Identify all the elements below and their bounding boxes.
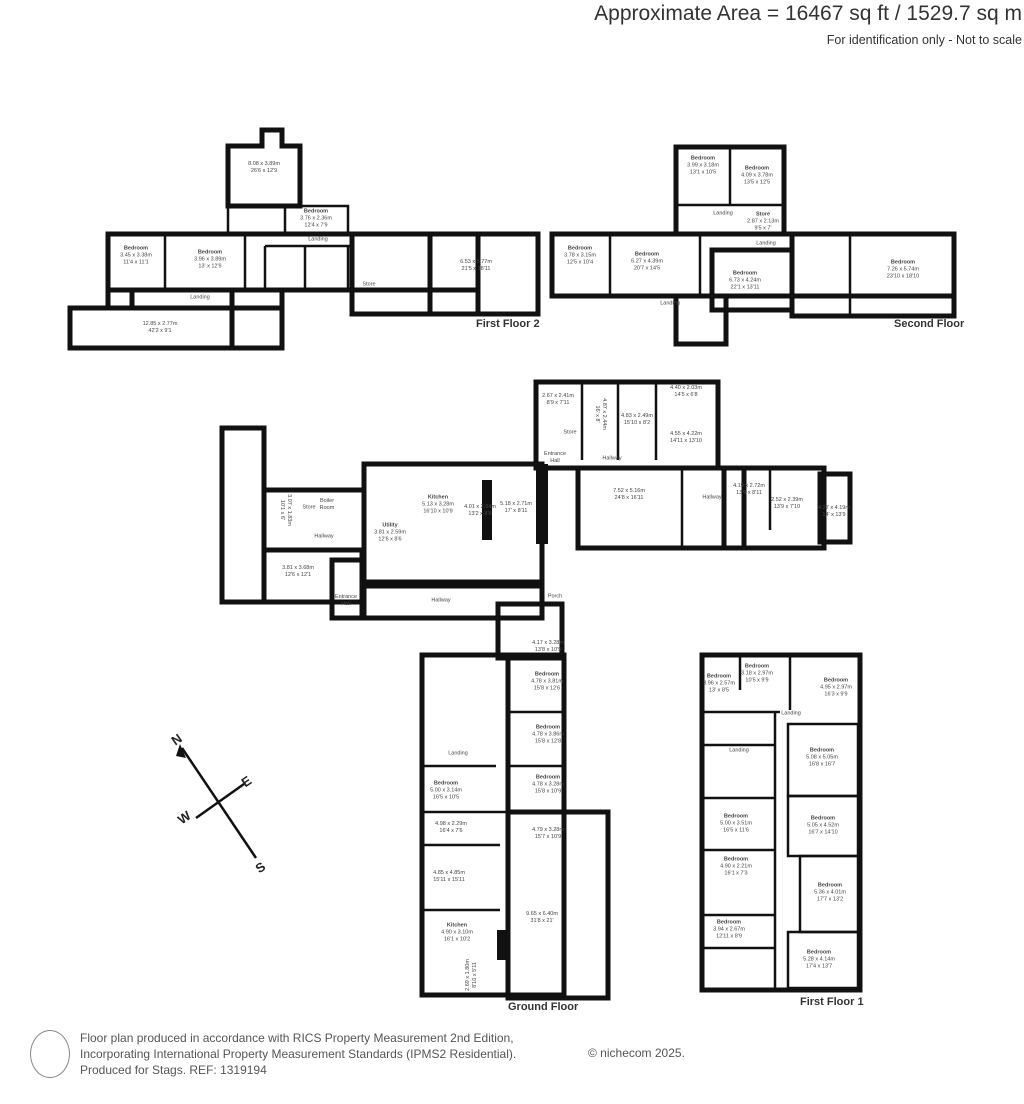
room-label: Landing xyxy=(190,294,210,301)
first-floor-1-walls xyxy=(699,652,863,993)
second-floor-walls xyxy=(549,144,957,347)
floor-label-ground-floor: Ground Floor xyxy=(508,1001,579,1013)
room-label: Hallway xyxy=(602,455,622,462)
room-label: Entrance Hall xyxy=(543,451,566,464)
room-label: Landing xyxy=(756,240,776,247)
footer-line-1: Floor plan produced in accordance with R… xyxy=(80,1031,514,1045)
floor-label-second-floor: Second Floor xyxy=(894,318,965,330)
room-label: Boiler Room xyxy=(319,498,335,511)
room-label: Landing xyxy=(448,750,468,757)
room-label: Landing xyxy=(781,710,801,717)
copyright: © nichecom 2025. xyxy=(588,1046,685,1060)
room-label: Hallway xyxy=(702,494,722,501)
scale-disclaimer: For identification only - Not to scale xyxy=(826,33,1022,47)
room-label: Store xyxy=(563,429,577,436)
footer-line-2: Incorporating International Property Mea… xyxy=(80,1047,517,1061)
first-floor-2-walls xyxy=(67,127,541,351)
room-label: Entrance Hall xyxy=(334,594,357,607)
floor-label-first-floor-2: First Floor 2 xyxy=(476,318,540,330)
room-label: Landing xyxy=(713,210,733,217)
footer-line-3: Produced for Stags. REF: 1319194 xyxy=(80,1063,267,1077)
room-label: Landing xyxy=(308,236,328,243)
room-label: Landing xyxy=(660,300,680,307)
room-label: Hallway xyxy=(431,597,451,604)
room-label: Hallway xyxy=(314,533,334,540)
person-info-icon xyxy=(30,1030,70,1078)
approximate-area-title: Approximate Area = 16467 sq ft / 1529.7 … xyxy=(594,2,1022,25)
footer-notes: Floor plan produced in accordance with R… xyxy=(80,1030,516,1078)
ground-floor-walls xyxy=(219,379,853,1001)
compass-arrows xyxy=(176,744,258,859)
room-label: Store xyxy=(302,504,316,511)
room-label: Landing xyxy=(729,747,749,754)
room-label: Porch xyxy=(547,593,563,600)
floor-label-first-floor-1: First Floor 1 xyxy=(800,996,864,1008)
room-label: Store xyxy=(362,281,376,288)
